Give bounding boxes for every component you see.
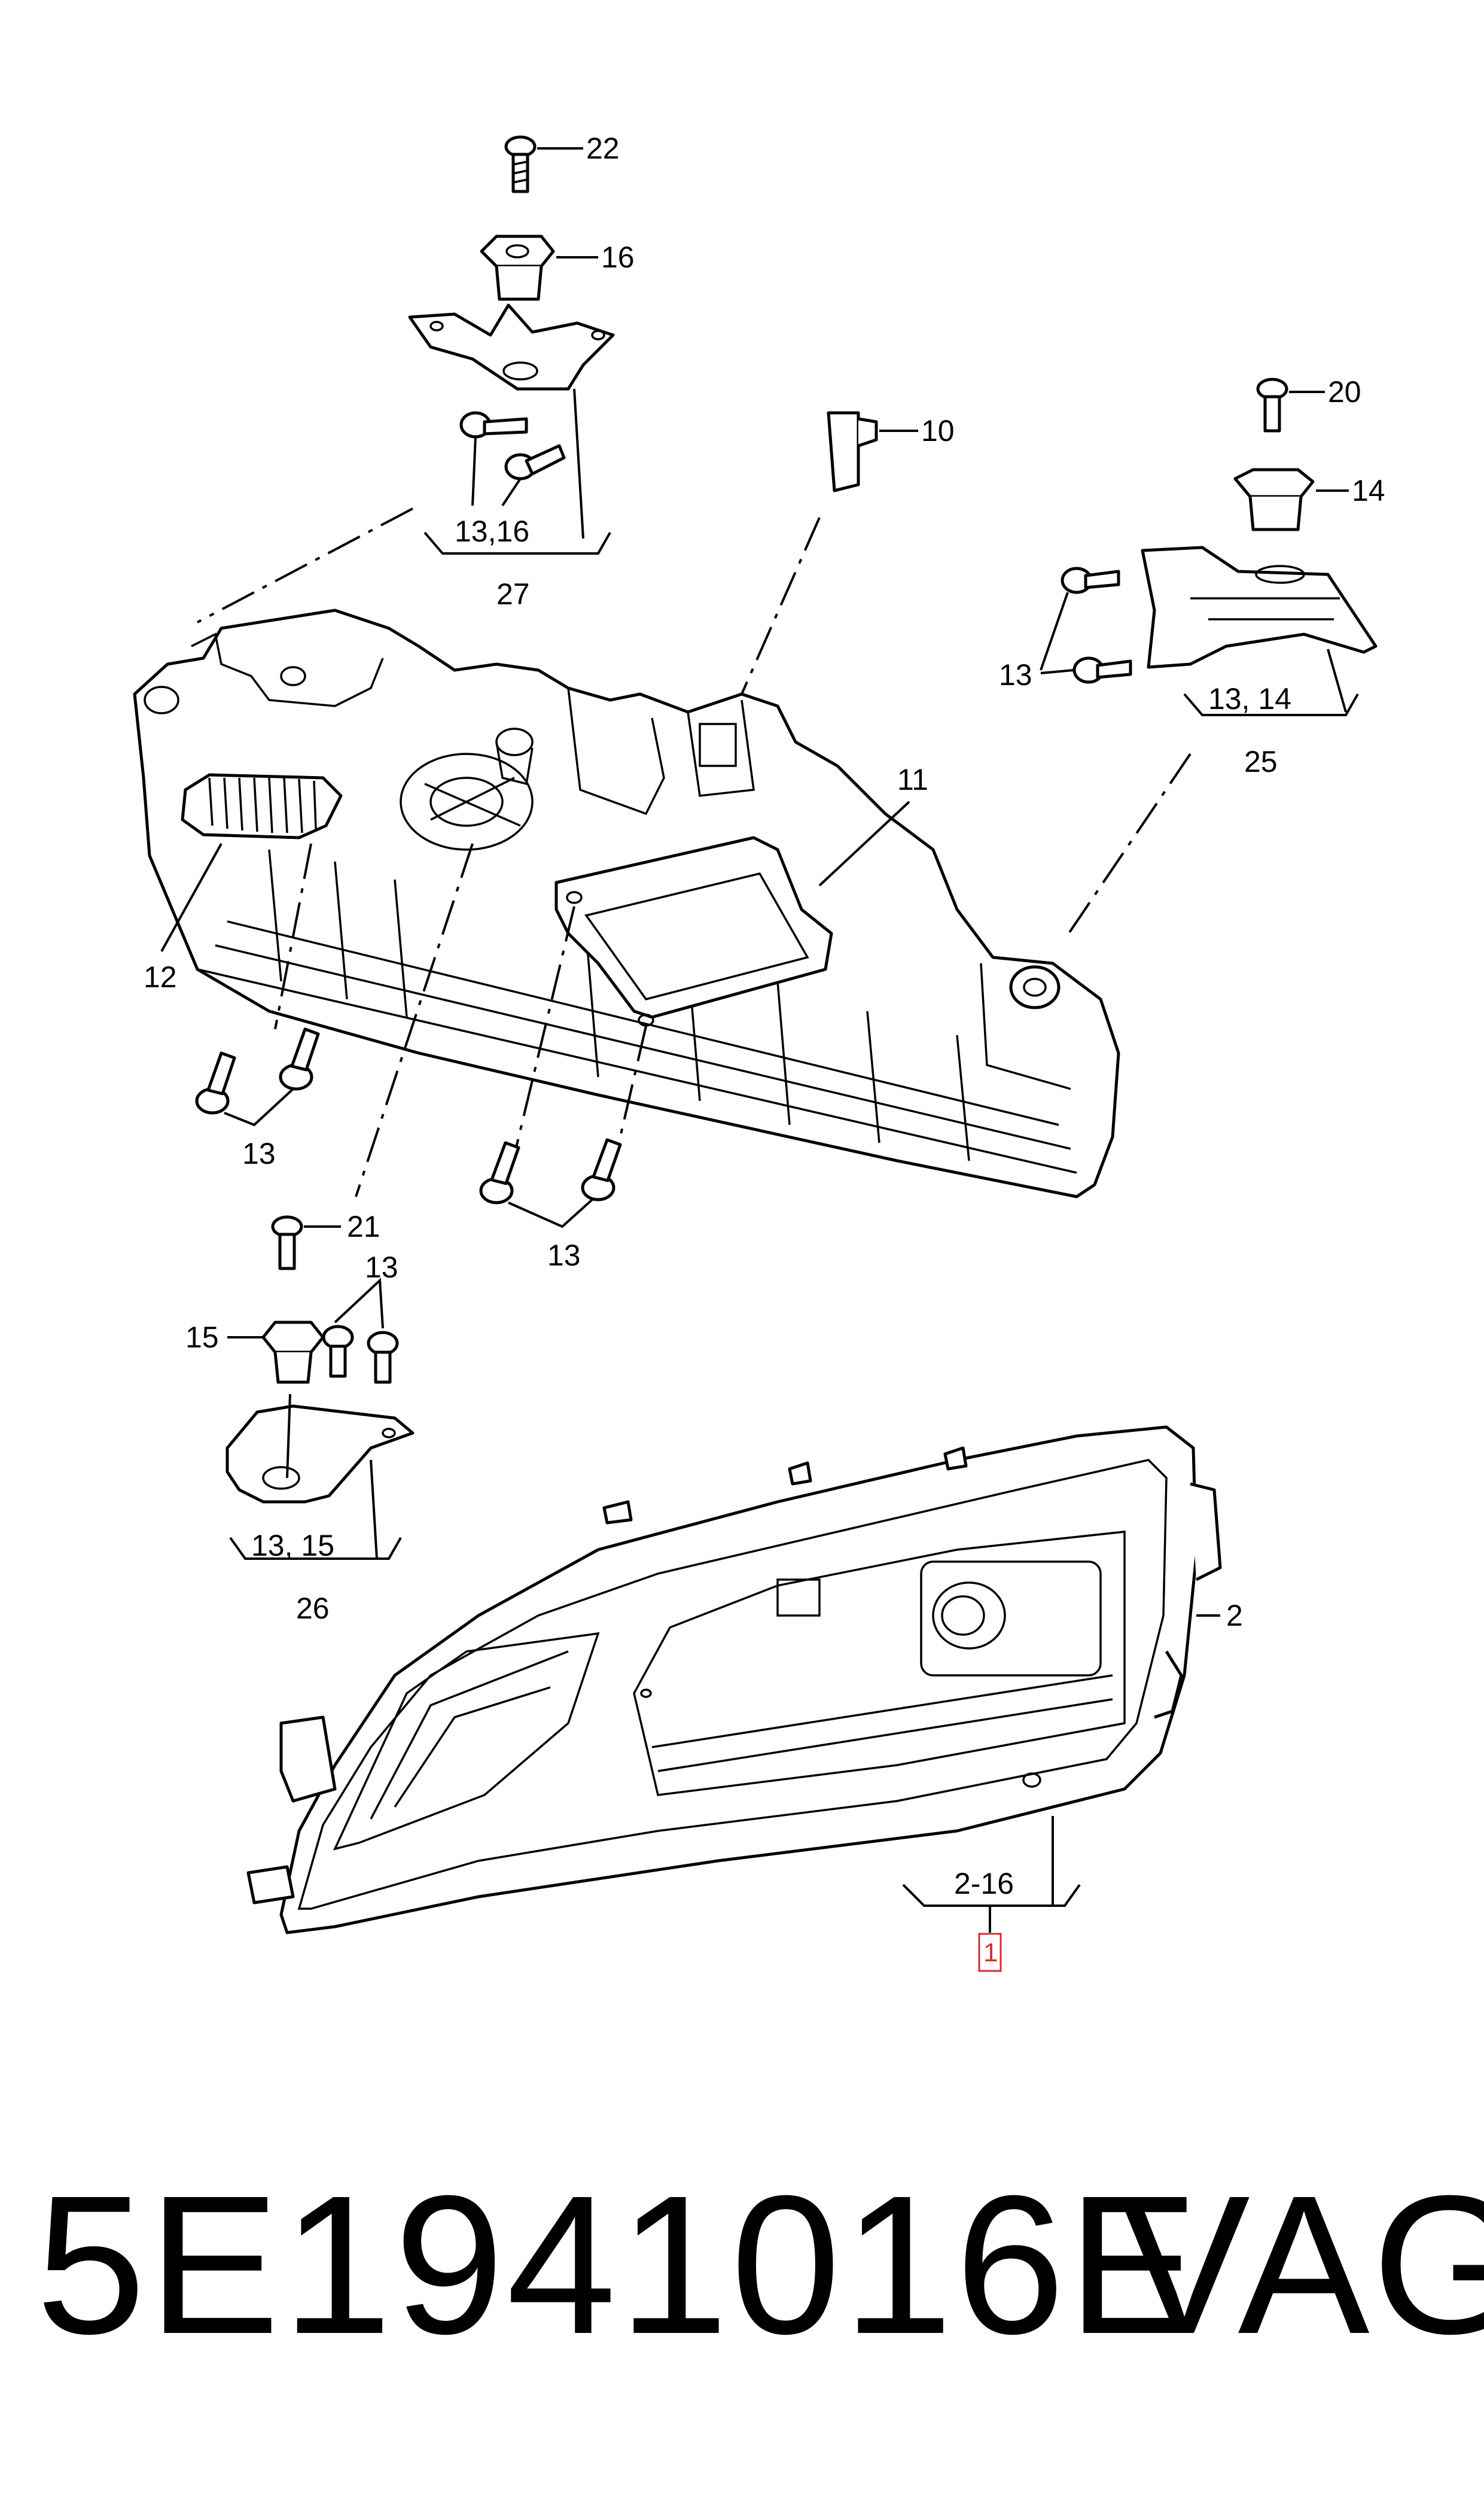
screw-13-b[interactable] [504, 444, 566, 480]
callout-20: 20 [1328, 375, 1361, 409]
screw-13-i[interactable] [322, 1325, 354, 1378]
callout-13-a: 13 [999, 658, 1032, 692]
screw-20[interactable] [1256, 378, 1288, 433]
callout-11: 11 [897, 763, 928, 796]
part-number: 5E1941016E [36, 2154, 1202, 2375]
nut-15[interactable] [261, 1321, 325, 1384]
callout-12: 12 [144, 960, 177, 994]
highlight-box-1[interactable]: 1 [978, 1933, 1002, 1972]
callout-13-15: 13, 15 [251, 1529, 334, 1562]
led-module-12[interactable] [181, 773, 343, 839]
callout-2: 2 [1226, 1599, 1243, 1632]
callout-15: 15 [185, 1321, 219, 1354]
screw-21[interactable] [271, 1215, 303, 1270]
callout-26: 26 [296, 1592, 330, 1625]
callout-27: 27 [496, 577, 530, 611]
bracket-27[interactable] [408, 303, 615, 391]
nut-14[interactable] [1233, 468, 1315, 531]
clip-10[interactable] [827, 411, 878, 492]
callout-21: 21 [347, 1210, 380, 1243]
screw-13-f[interactable] [279, 1027, 320, 1091]
callout-14: 14 [1352, 474, 1385, 507]
screw-13-d[interactable] [1072, 656, 1132, 684]
callout-13-d: 13 [365, 1251, 398, 1284]
callout-13-b: 13 [242, 1137, 276, 1170]
control-unit-11[interactable] [554, 836, 833, 1027]
nut-16[interactable] [480, 235, 555, 301]
screw-13-j[interactable] [367, 1331, 399, 1384]
callout-16: 16 [601, 241, 635, 274]
screw-13-e[interactable] [195, 1051, 236, 1115]
bracket-25[interactable] [1141, 546, 1378, 669]
screw-13-a[interactable] [459, 411, 528, 439]
callout-2-16: 2-16 [954, 1867, 1014, 1900]
screw-22[interactable] [504, 135, 537, 193]
brand-label: VAG [1119, 2154, 1484, 2375]
callout-10: 10 [921, 414, 955, 448]
headlight-assembly-2[interactable] [246, 1425, 1222, 1934]
screw-13-h[interactable] [581, 1138, 622, 1201]
callout-1: 1 [983, 1938, 998, 1967]
callout-13-16: 13,16 [455, 515, 529, 548]
screw-13-g[interactable] [479, 1141, 520, 1204]
callout-25: 25 [1244, 745, 1278, 778]
callout-13-c: 13 [547, 1239, 581, 1272]
bracket-26[interactable] [226, 1404, 415, 1504]
callout-13-14: 13, 14 [1208, 682, 1291, 716]
callout-22: 22 [586, 132, 620, 165]
screw-13-c[interactable] [1061, 567, 1120, 594]
